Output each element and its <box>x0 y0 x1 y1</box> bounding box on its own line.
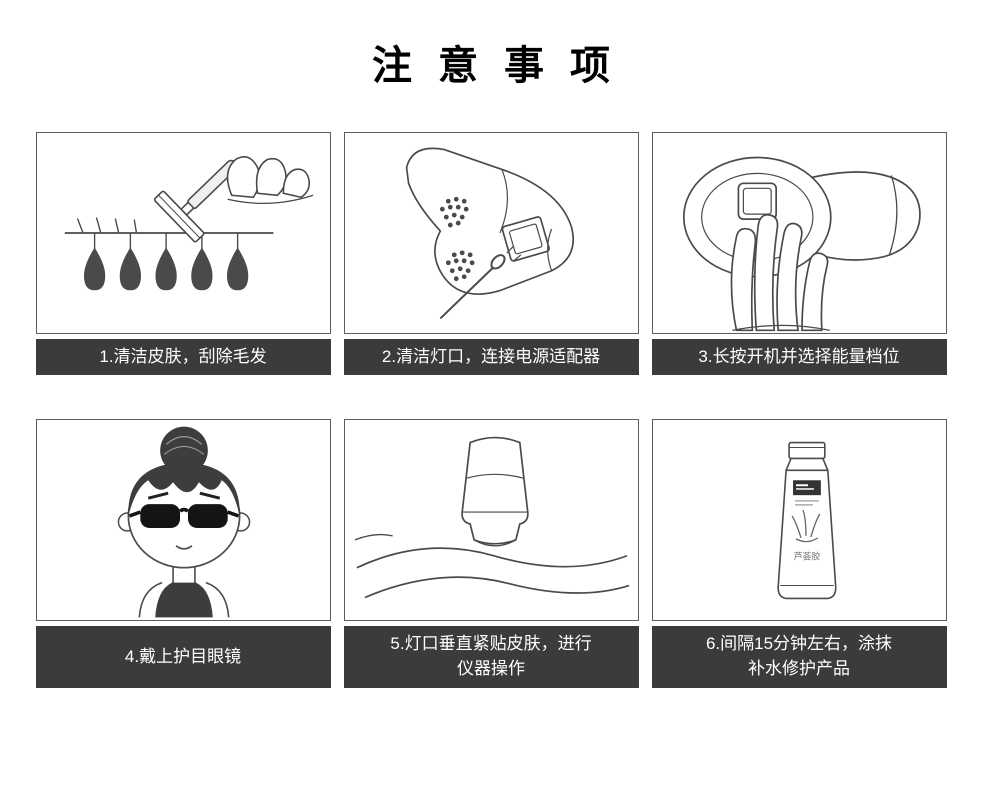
step-1-image-box <box>35 132 331 334</box>
step-4-image-box <box>35 419 331 621</box>
step-6-image-box: 芦荟胶 <box>651 419 947 621</box>
step-caption: 2.清洁灯口，连接电源适配器 <box>343 339 639 375</box>
device-on-skin-illustration <box>354 436 629 599</box>
step-caption: 5.灯口垂直紧贴皮肤，进行 仪器操作 <box>343 626 639 688</box>
step-3-image-box <box>651 132 947 334</box>
steps-row-1: 1.清洁皮肤，刮除毛发 <box>0 132 982 375</box>
aloe-gel-illustration: 芦荟胶 <box>776 441 837 600</box>
step-panel-2: 2.清洁灯口，连接电源适配器 <box>343 132 639 375</box>
step-5-image-box <box>343 419 639 621</box>
step-caption: 6.间隔15分钟左右，涂抹 补水修护产品 <box>651 626 947 688</box>
precautions-sheet: 注意事项 <box>0 44 982 806</box>
power-on-illustration <box>682 156 921 332</box>
page-title: 注意事项 <box>372 44 636 88</box>
step-panel-6: 芦荟胶 6.间隔15分钟左右，涂抹 补水修护产品 <box>651 419 947 688</box>
step-caption: 3.长按开机并选择能量档位 <box>651 339 947 375</box>
clean-lamp-illustration <box>405 147 574 320</box>
step-2-image-box <box>343 132 639 334</box>
tube-label-text: 芦荟胶 <box>793 551 820 562</box>
step-panel-3: 3.长按开机并选择能量档位 <box>651 132 947 375</box>
step-panel-1: 1.清洁皮肤，刮除毛发 <box>35 132 331 375</box>
steps-row-2: 4.戴上护目眼镜 <box>0 419 982 688</box>
step-panel-5: 5.灯口垂直紧贴皮肤，进行 仪器操作 <box>343 419 639 688</box>
step-caption: 1.清洁皮肤，刮除毛发 <box>35 339 331 375</box>
step-caption: 4.戴上护目眼镜 <box>35 626 331 688</box>
aloe-plant-drawing <box>791 509 820 543</box>
goggles-illustration <box>117 426 250 618</box>
step-panel-4: 4.戴上护目眼镜 <box>35 419 331 688</box>
razor-shaving-illustration <box>64 156 313 291</box>
